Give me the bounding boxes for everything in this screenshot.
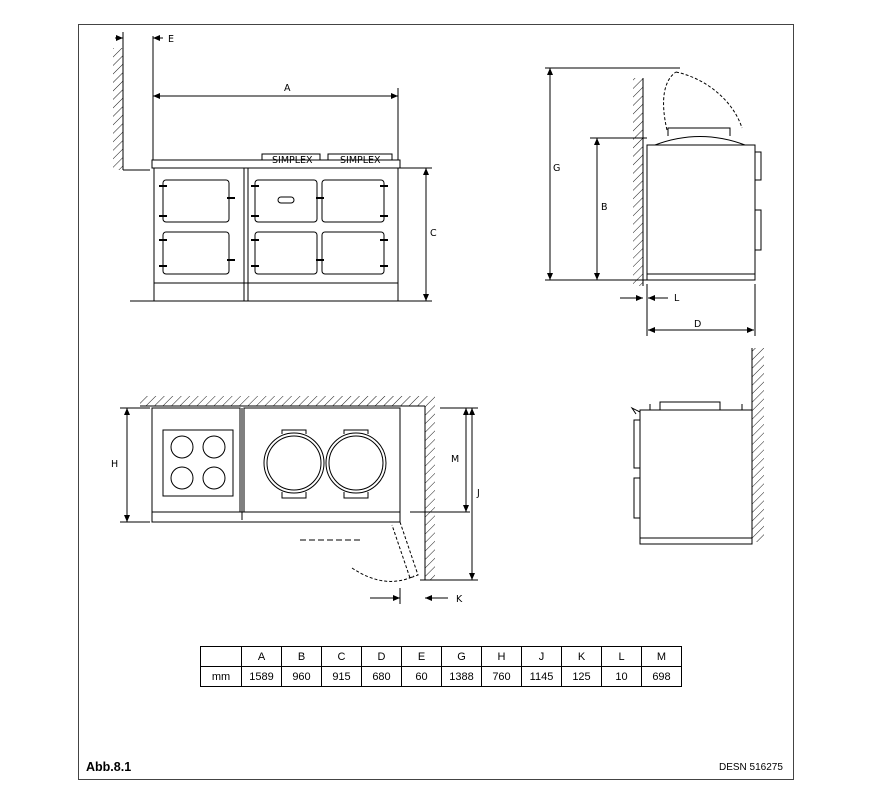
table-corner-cell: [200, 646, 242, 667]
table-cell: 698: [641, 666, 682, 687]
drawing-number: DESN 516275: [719, 762, 783, 773]
table-cell: 60: [401, 666, 442, 687]
plan-view: [120, 396, 478, 604]
dim-label-c: C: [430, 228, 437, 239]
figure-label: Abb.8.1: [86, 760, 132, 774]
table-header-row: A B C D E G H J K L M: [200, 646, 682, 667]
table-header-cell: G: [441, 646, 482, 667]
table-header-cell: E: [401, 646, 442, 667]
table-header-cell: M: [641, 646, 682, 667]
drawing-frame: [78, 24, 794, 780]
table-header-cell: H: [481, 646, 522, 667]
table-cell: 1589: [241, 666, 282, 687]
table-cell: 125: [561, 666, 602, 687]
lid-label-right: SIMPLEX: [340, 155, 381, 166]
table-header-cell: A: [241, 646, 282, 667]
dim-label-b: B: [601, 202, 608, 213]
unit-label: mm: [200, 666, 242, 687]
table-cell: 10: [601, 666, 642, 687]
dim-label-g: G: [553, 163, 560, 174]
table-header-cell: D: [361, 646, 402, 667]
dimension-table: A B C D E G H J K L M mm 1589 960 915 68…: [200, 646, 682, 687]
lid-label-left: SIMPLEX: [272, 155, 313, 166]
dim-label-j: J: [476, 488, 480, 499]
dim-label-a: A: [284, 83, 291, 94]
dim-label-k: K: [456, 594, 463, 605]
dim-label-l: L: [674, 293, 680, 304]
table-cell: 960: [281, 666, 322, 687]
table-header-cell: C: [321, 646, 362, 667]
table-cell: 680: [361, 666, 402, 687]
side-view: [545, 67, 762, 336]
table-header-cell: K: [561, 646, 602, 667]
side-view-2: [630, 348, 764, 545]
dim-label-m: M: [451, 454, 459, 465]
table-cell: 915: [321, 666, 362, 687]
table-cell: 760: [481, 666, 522, 687]
dim-label-d: D: [694, 319, 701, 330]
table-cell: 1388: [441, 666, 482, 687]
table-header-cell: B: [281, 646, 322, 667]
table-header-cell: J: [521, 646, 562, 667]
table-cell: 1145: [521, 666, 562, 687]
table-row: mm 1589 960 915 680 60 1388 760 1145 125…: [200, 666, 682, 687]
front-view: SIMPLEX SIMPLEX: [113, 32, 432, 302]
table-header-cell: L: [601, 646, 642, 667]
dim-label-e: E: [168, 34, 174, 45]
dim-label-h: H: [111, 459, 118, 470]
